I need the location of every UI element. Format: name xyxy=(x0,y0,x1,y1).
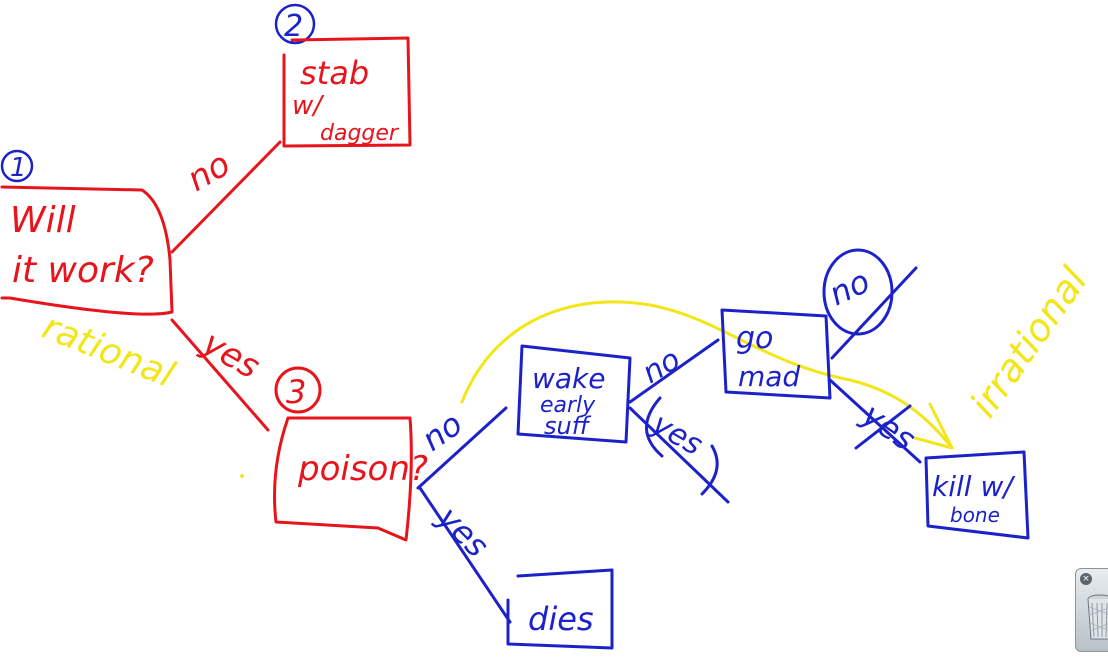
edge-label-yes: yes xyxy=(195,323,267,388)
node-1-number-circle xyxy=(0,149,34,183)
node-label-line-1: go xyxy=(736,321,773,356)
annotation-rational: rational xyxy=(37,306,180,396)
edge-label-no: no xyxy=(637,342,687,391)
node-label-line-1: wake xyxy=(532,362,606,395)
node-box xyxy=(516,344,632,444)
node-3-poison: 3 poison? xyxy=(273,366,428,542)
node-2-label-line-3: dagger xyxy=(320,121,400,146)
edge-label-yes: yes xyxy=(645,406,708,463)
trash-icon xyxy=(1087,594,1108,640)
node-2-number: 2 xyxy=(284,9,303,44)
yellow-dot xyxy=(240,474,244,478)
node-3-label: poison? xyxy=(297,449,428,489)
edge-label-no: no xyxy=(823,262,875,313)
circle-around-no xyxy=(822,248,894,336)
node-box xyxy=(924,450,1030,540)
node-1-label-line-2: it work? xyxy=(12,250,154,291)
node-2-stab-with-dagger: 2 stab w/ dagger xyxy=(274,3,412,148)
edge-no-circled-crossed: no xyxy=(822,248,918,360)
edge-label-yes: yes xyxy=(430,498,497,565)
edge-label-yes: yes xyxy=(855,395,923,458)
irrational-path-arrow xyxy=(460,300,954,450)
node-2-number-circle xyxy=(274,3,316,45)
close-icon[interactable]: × xyxy=(1080,573,1092,585)
dock-trash[interactable]: × xyxy=(1075,568,1108,652)
cross-out-bracket xyxy=(645,396,719,496)
node-go-mad: go mad xyxy=(720,308,832,400)
edge-line xyxy=(416,406,508,490)
node-dies: dies xyxy=(506,568,614,650)
edge-yes-to-poison: yes xyxy=(170,318,270,432)
edge-no-to-stab: no xyxy=(170,140,282,254)
edge-yes-crossed-out: yes xyxy=(628,396,730,504)
edge-yes-to-kill: yes xyxy=(828,378,923,464)
node-2-label-line-2: w/ xyxy=(292,91,325,121)
node-label-line-2: mad xyxy=(738,360,800,393)
edge-line xyxy=(828,378,922,464)
node-kill-with-bone: kill w/ bone xyxy=(924,450,1030,540)
edge-line xyxy=(418,486,512,624)
edge-label-no: no xyxy=(181,144,238,200)
node-label-line-3: suff xyxy=(544,412,592,440)
node-1-will-it-work: 1 Will it work? xyxy=(0,149,174,316)
node-wake-early-suff: wake early suff xyxy=(516,344,632,444)
node-3-box xyxy=(273,416,413,542)
edge-line xyxy=(628,338,720,404)
edge-cross-stroke xyxy=(854,404,912,450)
node-label-line-2: early xyxy=(540,393,596,418)
edge-line xyxy=(170,318,270,432)
node-2-box xyxy=(282,36,412,148)
node-label-line-1: kill w/ xyxy=(932,470,1015,503)
node-label: dies xyxy=(528,600,594,638)
node-1-label-line-1: Will xyxy=(10,200,76,241)
node-3-number: 3 xyxy=(286,373,306,411)
edge-no-to-go-mad: no xyxy=(628,338,720,404)
node-1-number: 1 xyxy=(10,153,27,183)
annotation-irrational: irrational xyxy=(961,259,1096,425)
node-box xyxy=(506,568,614,650)
edge-no-to-wake: no xyxy=(415,405,508,490)
edge-line xyxy=(170,140,282,254)
node-3-number-circle xyxy=(274,366,322,414)
node-box xyxy=(720,308,832,400)
node-1-box xyxy=(0,185,174,316)
node-2-label-line-1: stab xyxy=(300,54,369,92)
edge-yes-to-dies: yes xyxy=(418,486,512,624)
edge-line xyxy=(830,266,918,360)
node-label-line-2: bone xyxy=(950,503,1000,527)
